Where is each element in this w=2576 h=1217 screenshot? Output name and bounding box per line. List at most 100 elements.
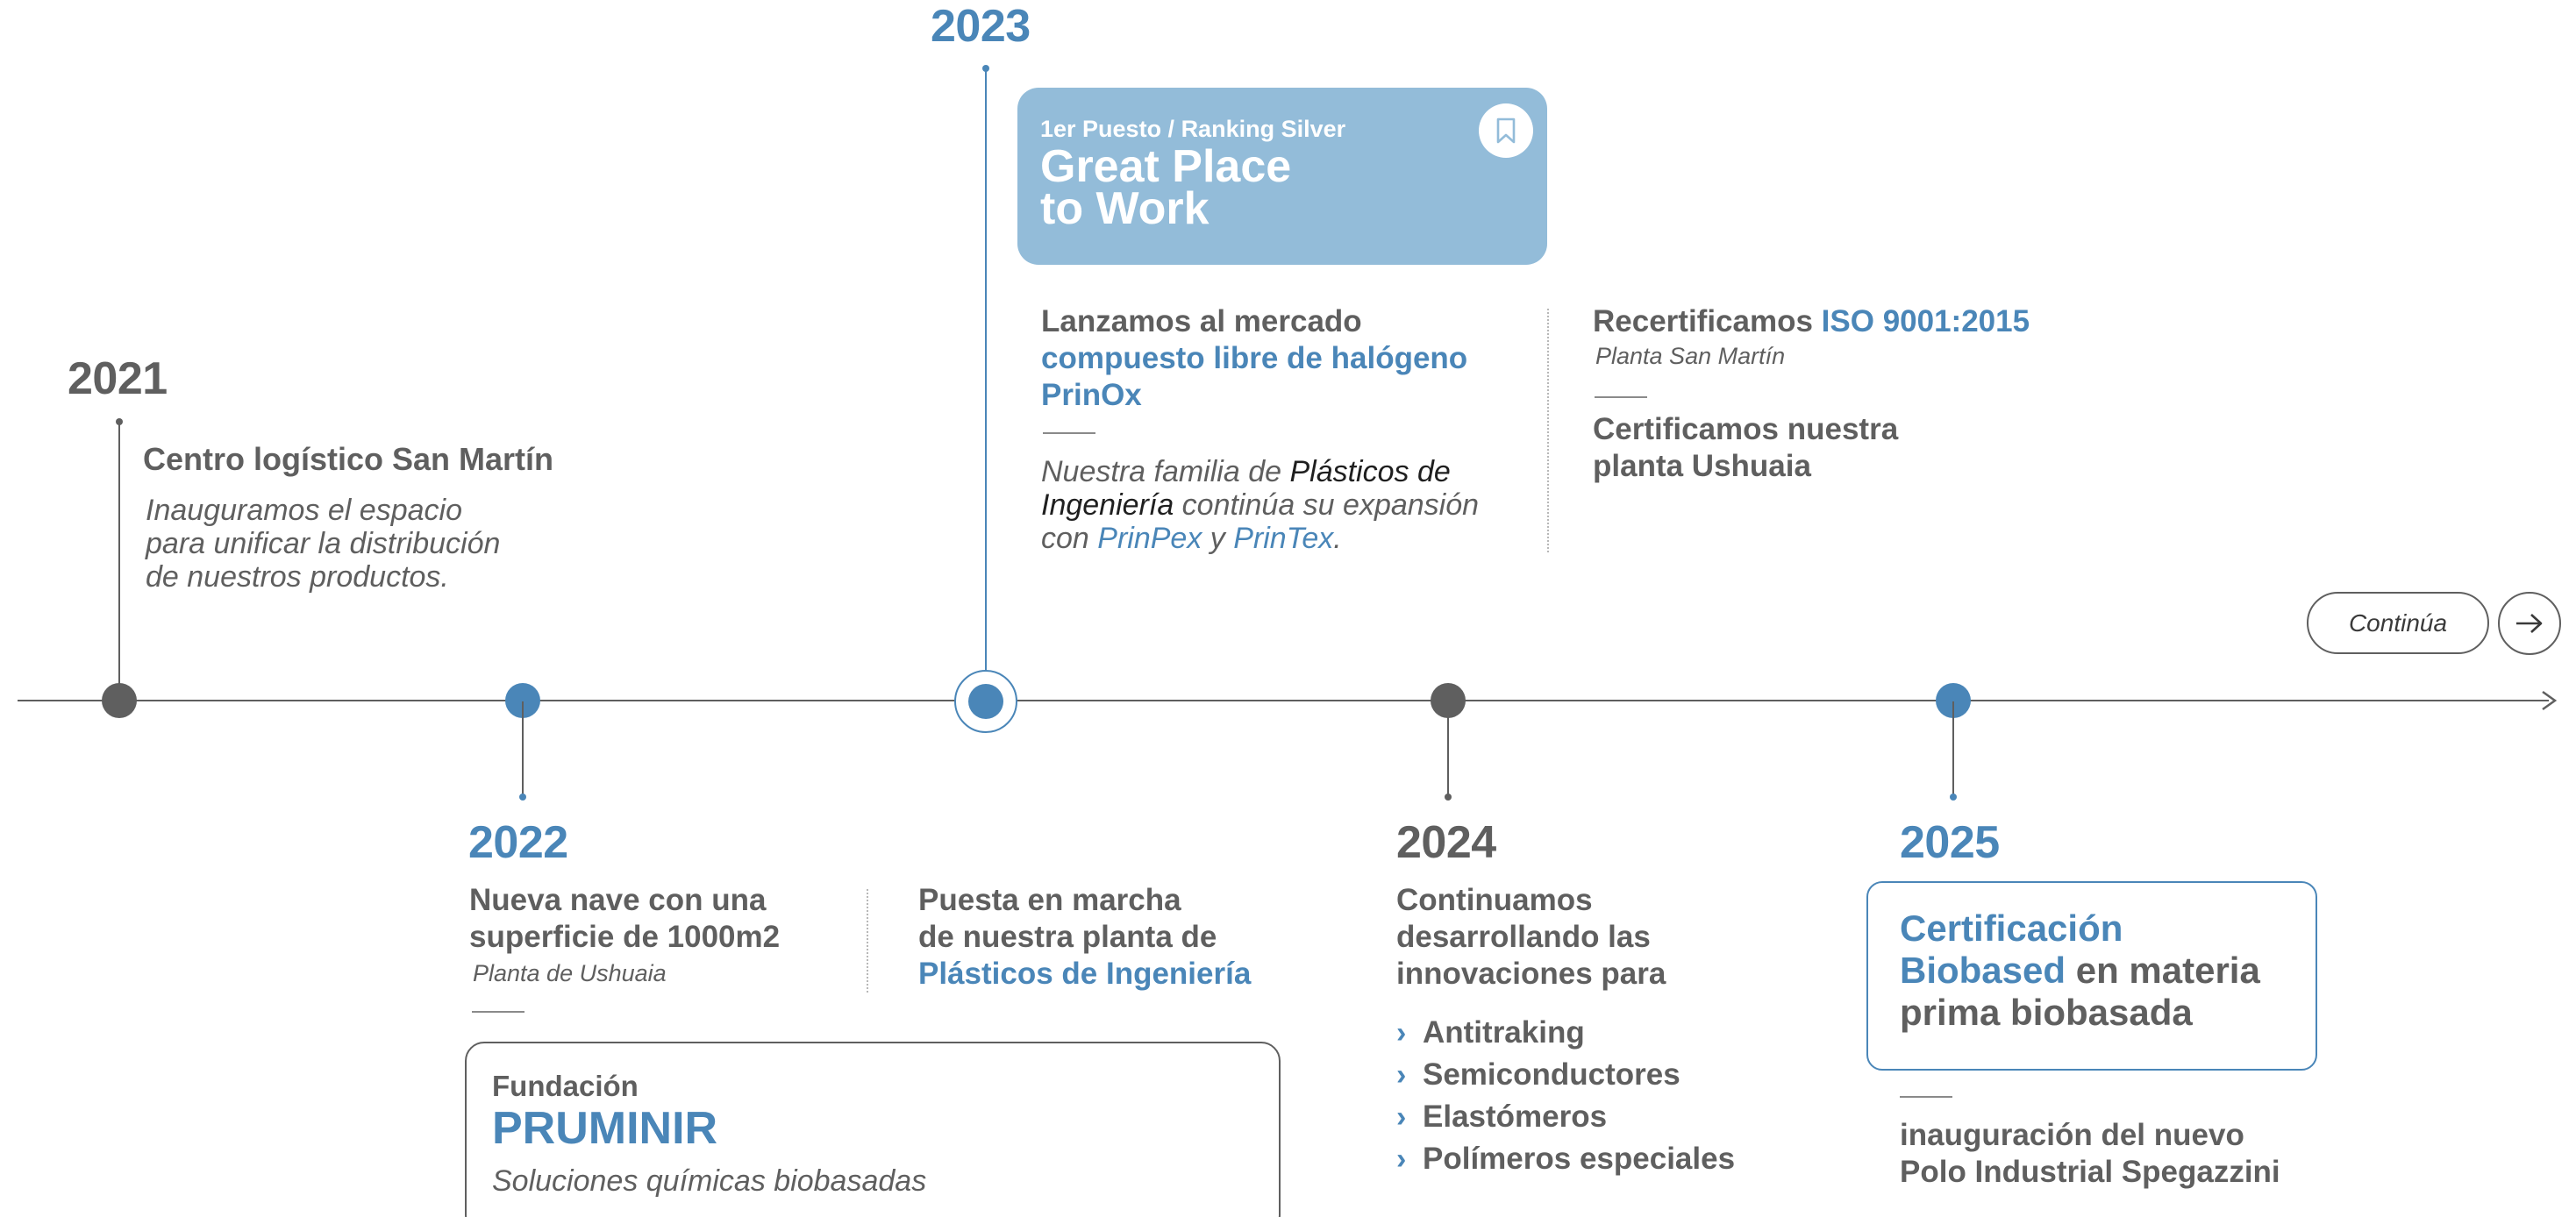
event-title-centro-logistico: Centro logístico San Martín — [143, 441, 554, 477]
list-item: › Antitraking — [1396, 1012, 1735, 1054]
list-item-label: Polímeros especiales — [1423, 1142, 1736, 1176]
desc-line: con PrinPex y PrinTex. — [1041, 522, 1532, 555]
dotted-separator — [1547, 309, 1549, 552]
divider-dash — [1900, 1096, 1952, 1098]
divider-dash — [1595, 396, 1647, 398]
connector-dot-2022 — [519, 794, 526, 801]
list-item: › Polímeros especiales — [1396, 1138, 1735, 1180]
event-line: Puesta en marcha — [918, 883, 1181, 917]
event-line: inauguración del nuevo — [1900, 1118, 2244, 1152]
text-fragment: con — [1041, 522, 1098, 555]
event-puesta-en-marcha: Puesta en marcha de nuestra planta de Pl… — [918, 882, 1251, 993]
foundation-desc: Soluciones químicas biobasadas — [492, 1164, 927, 1198]
text-emphasis: Ingeniería — [1041, 488, 1174, 522]
desc-line: Inauguramos el espacio — [146, 494, 463, 527]
event-line: innovaciones para — [1396, 957, 1666, 991]
event-line: planta Ushuaia — [1593, 449, 1811, 483]
event-line: Continuamos — [1396, 883, 1593, 917]
year-2024: 2024 — [1396, 817, 1496, 868]
event-line: Recertificamos ISO 9001:2015 — [1593, 303, 2030, 340]
next-arrow-button[interactable] — [2498, 592, 2561, 655]
event-line: de nuestra planta de — [918, 920, 1217, 954]
connector-2025 — [1952, 701, 1954, 797]
event-line: Nueva nave con una — [469, 883, 767, 917]
innovation-list: › Antitraking › Semiconductores › Elastómer… — [1396, 1012, 1735, 1180]
product-link-printex[interactable]: PrinTex — [1233, 522, 1334, 555]
award-title-line: to Work — [1040, 183, 1210, 234]
connector-2024 — [1447, 701, 1449, 797]
cert-title-line: Certificación — [1900, 907, 2123, 949]
event-iso: Recertificamos ISO 9001:2015 Planta San … — [1593, 303, 2030, 370]
event-line: Certificamos nuestra — [1593, 412, 1899, 446]
desc-line: para unificar la distribución — [146, 527, 501, 560]
connector-2022 — [522, 701, 524, 797]
text-fragment: continúa su expansión — [1174, 488, 1480, 522]
text-fragment: Nuestra familia de — [1041, 455, 1290, 488]
continue-button[interactable]: Continúa — [2307, 592, 2489, 654]
year-2025: 2025 — [1900, 817, 2000, 868]
award-title-line: Great Place — [1040, 141, 1292, 192]
event-subtitle: Planta de Ushuaia — [473, 960, 667, 986]
event-highlight: Plásticos de Ingeniería — [918, 957, 1252, 991]
divider-dash — [472, 1011, 524, 1013]
timeline-arrowhead-icon — [2542, 690, 2558, 711]
biobased-card[interactable]: Certificación Biobased en materia prima … — [1866, 881, 2317, 1071]
event-highlight: Biobased — [1900, 950, 2066, 991]
event-innovaciones: Continuamos desarrollando las innovacion… — [1396, 882, 1666, 993]
event-line: superficie de 1000m2 — [469, 920, 781, 954]
event-subtitle: Planta San Martín — [1595, 343, 1786, 369]
cert-title-line: Biobased en materia — [1900, 950, 2316, 992]
list-item-label: Antitraking — [1423, 1015, 1585, 1050]
event-lanzamiento: Lanzamos al mercado compuesto libre de h… — [1041, 303, 1467, 414]
list-item-label: Elastómeros — [1423, 1100, 1608, 1134]
dotted-separator — [867, 889, 868, 993]
chevron-right-icon: › — [1396, 1016, 1407, 1050]
event-highlight: PrinOx — [1041, 378, 1142, 412]
connector-2021 — [118, 422, 120, 701]
text-emphasis: Plásticos de — [1289, 455, 1451, 488]
desc-line: Nuestra familia de Plásticos de — [1041, 455, 1532, 488]
product-link-prinpex[interactable]: PrinPex — [1097, 522, 1202, 555]
chevron-right-icon: › — [1396, 1100, 1407, 1134]
text-fragment: Recertificamos — [1593, 304, 1822, 338]
list-item-label: Semiconductores — [1423, 1057, 1680, 1092]
foundation-name: PRUMINIR — [492, 1103, 718, 1154]
award-card[interactable]: 1er Puesto / Ranking Silver Great Place … — [1017, 88, 1547, 265]
event-ushuaia-cert: Certificamos nuestra planta Ushuaia — [1593, 411, 1898, 485]
divider-dash — [1043, 432, 1095, 434]
desc-line: de nuestros productos. — [146, 560, 449, 594]
year-2022: 2022 — [468, 817, 568, 868]
chevron-right-icon: › — [1396, 1058, 1407, 1092]
cert-title-line: prima biobasada — [1900, 992, 2193, 1033]
chevron-right-icon: › — [1396, 1142, 1407, 1176]
award-small: 1er Puesto / Ranking Silver — [1040, 116, 1346, 142]
text-fragment: en materia — [2066, 950, 2260, 991]
event-line: Lanzamos al mercado — [1041, 304, 1362, 338]
text-fragment: . — [1333, 522, 1342, 555]
connector-dot-2025 — [1950, 794, 1957, 801]
foundation-label: Fundación — [492, 1070, 639, 1102]
year-2023: 2023 — [931, 1, 1031, 52]
connector-dot-2024 — [1445, 794, 1452, 801]
event-nueva-nave: Nueva nave con una superficie de 1000m2 … — [469, 882, 780, 987]
connector-2023 — [985, 68, 987, 673]
list-item: › Elastómeros — [1396, 1096, 1735, 1138]
timeline-node-2023[interactable] — [968, 684, 1003, 719]
timeline-node-2021[interactable] — [102, 683, 137, 718]
list-item: › Semiconductores — [1396, 1054, 1735, 1096]
arrow-right-icon — [2516, 614, 2543, 633]
bookmark-button[interactable] — [1479, 103, 1533, 158]
desc-line: Ingeniería continúa su expansión — [1041, 488, 1532, 522]
year-2021: 2021 — [68, 353, 168, 404]
event-desc-centro-logistico: Inauguramos el espacio para unificar la … — [146, 494, 500, 594]
timeline-axis — [18, 700, 2549, 701]
event-line: Polo Industrial Spegazzini — [1900, 1155, 2280, 1189]
foundation-card[interactable]: Fundación PRUMINIR Soluciones químicas b… — [465, 1042, 1281, 1217]
event-expansion-desc: Nuestra familia de Plásticos de Ingenier… — [1041, 455, 1532, 555]
continue-label: Continúa — [2348, 608, 2448, 637]
bookmark-icon — [1496, 117, 1516, 144]
text-fragment: y — [1202, 522, 1234, 555]
event-highlight: compuesto libre de halógeno — [1041, 341, 1468, 375]
event-polo-industrial: inauguración del nuevo Polo Industrial S… — [1900, 1117, 2280, 1191]
event-line: desarrollando las — [1396, 920, 1651, 954]
